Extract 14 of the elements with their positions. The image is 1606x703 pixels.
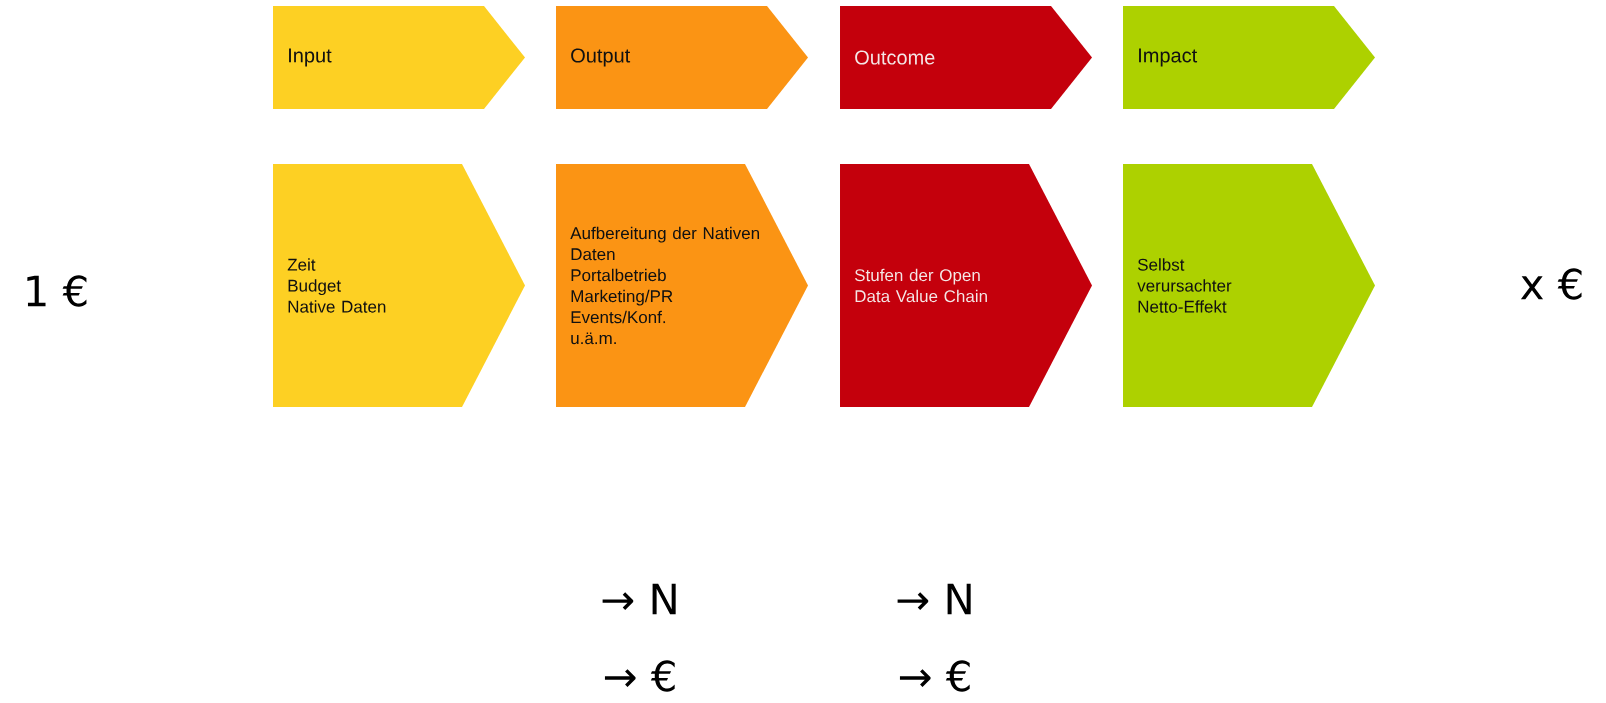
chevron-box: Zeit Budget Native Daten [273,164,525,407]
arrow-symbol-text: → N [897,583,971,615]
chevron-box: Selbst verursachter Netto-Effekt [1123,164,1375,407]
chevron-box: Input [273,6,525,109]
chevron-box: Output [556,6,808,109]
euro-amount: x € [1520,268,1582,300]
chevron-box: Stufen der Open Data Value Chain [840,164,1092,407]
euro-amount: 1 € [27,275,87,307]
chevron-box: Impact [1123,6,1375,109]
arrow-symbol-text: → N [602,583,676,615]
chevron-box: Outcome [840,6,1092,109]
chevron-box: Aufbereitung der Nativen Daten Portalbetrieb Marketing/PR Events/Konf. u.ä.m. [556,164,808,407]
arrow-symbol-text: → € [604,660,675,692]
arrow-symbol-text: → € [899,660,970,692]
